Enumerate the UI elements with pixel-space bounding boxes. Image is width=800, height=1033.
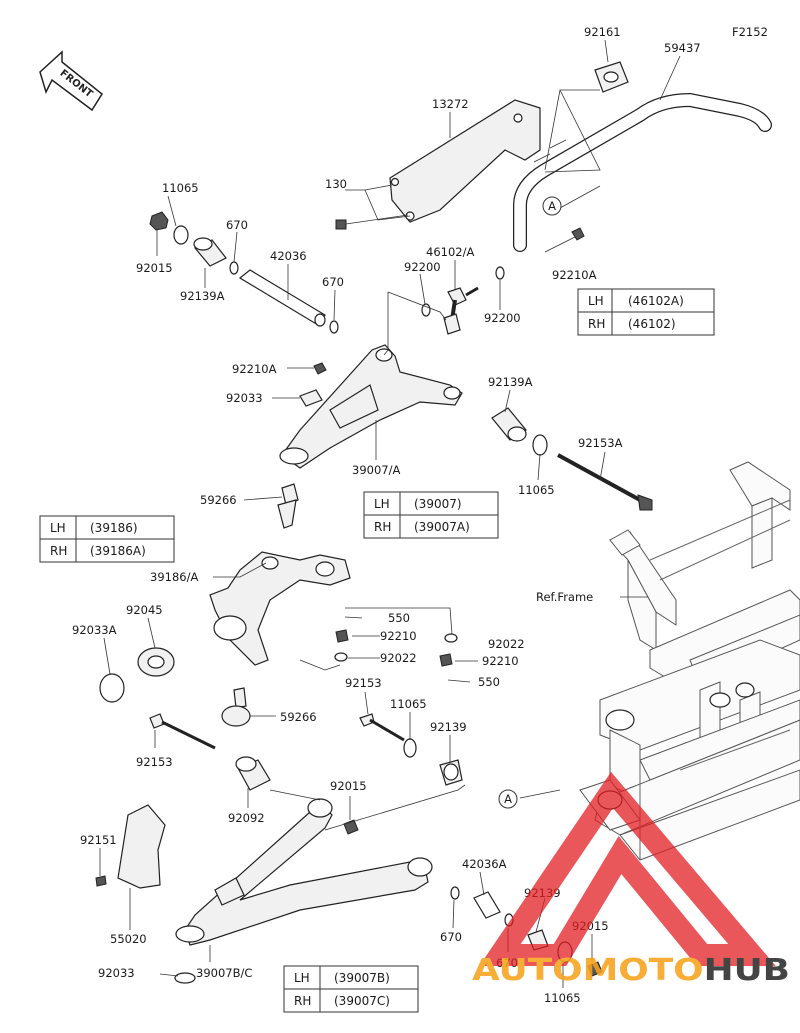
part-label: 11065 xyxy=(544,991,581,1005)
figure-code: F2152 xyxy=(732,25,768,39)
part-label: 670 xyxy=(226,218,248,232)
part-label: 92161 xyxy=(584,25,621,39)
part-label: 92139A xyxy=(488,375,533,389)
part-label: 92033 xyxy=(98,966,135,980)
part-label: 92092 xyxy=(228,811,265,825)
part-label: 92210A xyxy=(232,362,277,376)
part-label: 92015 xyxy=(330,779,367,793)
part-label: 92151 xyxy=(80,833,117,847)
lower-a-arm xyxy=(95,713,603,984)
part-label: 39007/A xyxy=(352,463,400,477)
stabilizer-link xyxy=(421,227,585,335)
svg-text:(46102): (46102) xyxy=(628,317,676,331)
vehicle-frame xyxy=(579,461,800,861)
part-label: 92153 xyxy=(345,676,382,690)
part-label: 11065 xyxy=(390,697,427,711)
leader-lines xyxy=(99,39,681,988)
part-label: 92022 xyxy=(488,637,525,651)
svg-text:(46102A): (46102A) xyxy=(628,294,684,308)
table-stabilizer-link: LH (46102A) RH (46102) xyxy=(577,288,715,336)
part-label: 92033 xyxy=(226,391,263,405)
part-label: 92139 xyxy=(430,720,467,734)
part-label: 92210 xyxy=(482,654,519,668)
table-lower-arm: LH (39007B) RH (39007C) xyxy=(283,965,419,1013)
table-upper-arm: LH (39007) RH (39007A) xyxy=(363,491,499,539)
svg-text:(39007B): (39007B) xyxy=(334,971,390,985)
part-label: 550 xyxy=(388,611,410,625)
part-label: 39007B/C xyxy=(196,966,252,980)
svg-text:RH: RH xyxy=(374,520,391,534)
part-label: 59266 xyxy=(200,493,237,507)
part-label: 59437 xyxy=(664,41,701,55)
svg-text:LH: LH xyxy=(294,971,310,985)
part-label: 92200 xyxy=(484,311,521,325)
svg-text:RH: RH xyxy=(588,317,605,331)
part-label: 92015 xyxy=(136,261,173,275)
svg-text:(39186A): (39186A) xyxy=(90,544,146,558)
part-label: 92139A xyxy=(180,289,225,303)
stabilizer-bar xyxy=(513,61,772,252)
svg-text:A: A xyxy=(548,199,556,213)
part-label: 92033A xyxy=(72,623,117,637)
part-label: 11065 xyxy=(518,483,555,497)
knuckle-hardware xyxy=(334,616,471,683)
part-label: 11065 xyxy=(162,181,199,195)
part-label: 42036 xyxy=(270,249,307,263)
watermark-logo xyxy=(479,771,776,966)
upper-arm-hardware xyxy=(149,211,653,511)
part-label: 39186/A xyxy=(150,570,198,584)
svg-text:RH: RH xyxy=(294,994,311,1008)
svg-text:LH: LH xyxy=(50,521,66,535)
bolt-130 xyxy=(335,214,409,230)
part-label: 92200 xyxy=(404,260,441,274)
part-label: 55020 xyxy=(110,932,147,946)
svg-text:(39007): (39007) xyxy=(414,497,462,511)
part-label: 92210 xyxy=(380,629,417,643)
front-arrow: FRONT xyxy=(39,50,103,112)
svg-text:RH: RH xyxy=(50,544,67,558)
part-label: 92153 xyxy=(136,755,173,769)
svg-text:LH: LH xyxy=(588,294,604,308)
part-label: 13272 xyxy=(432,97,469,111)
part-label: 59266 xyxy=(280,710,317,724)
part-label: 46102/A xyxy=(426,245,474,259)
upper-a-arm xyxy=(279,344,463,469)
part-label: 92210A xyxy=(552,268,597,282)
svg-text:(39007C): (39007C) xyxy=(334,994,390,1008)
part-label: 92153A xyxy=(578,436,623,450)
part-label: 670 xyxy=(322,275,344,289)
part-label: 92022 xyxy=(380,651,417,665)
table-knuckle: LH (39186) RH (39186A) xyxy=(39,515,175,563)
ref-frame-label: Ref.Frame xyxy=(536,590,593,604)
stabilizer-bracket xyxy=(389,99,541,223)
svg-text:A: A xyxy=(504,792,512,806)
svg-text:(39007A): (39007A) xyxy=(414,520,470,534)
svg-text:LH: LH xyxy=(374,497,390,511)
callout-a-top: A xyxy=(542,196,562,216)
svg-text:(39186): (39186) xyxy=(90,521,138,535)
part-label: 550 xyxy=(478,675,500,689)
part-label: 130 xyxy=(325,177,347,191)
part-label: 42036A xyxy=(462,857,507,871)
callout-a-bottom: A xyxy=(498,789,518,809)
part-label: 670 xyxy=(440,930,462,944)
part-label: 92045 xyxy=(126,603,163,617)
knuckle xyxy=(99,483,351,727)
